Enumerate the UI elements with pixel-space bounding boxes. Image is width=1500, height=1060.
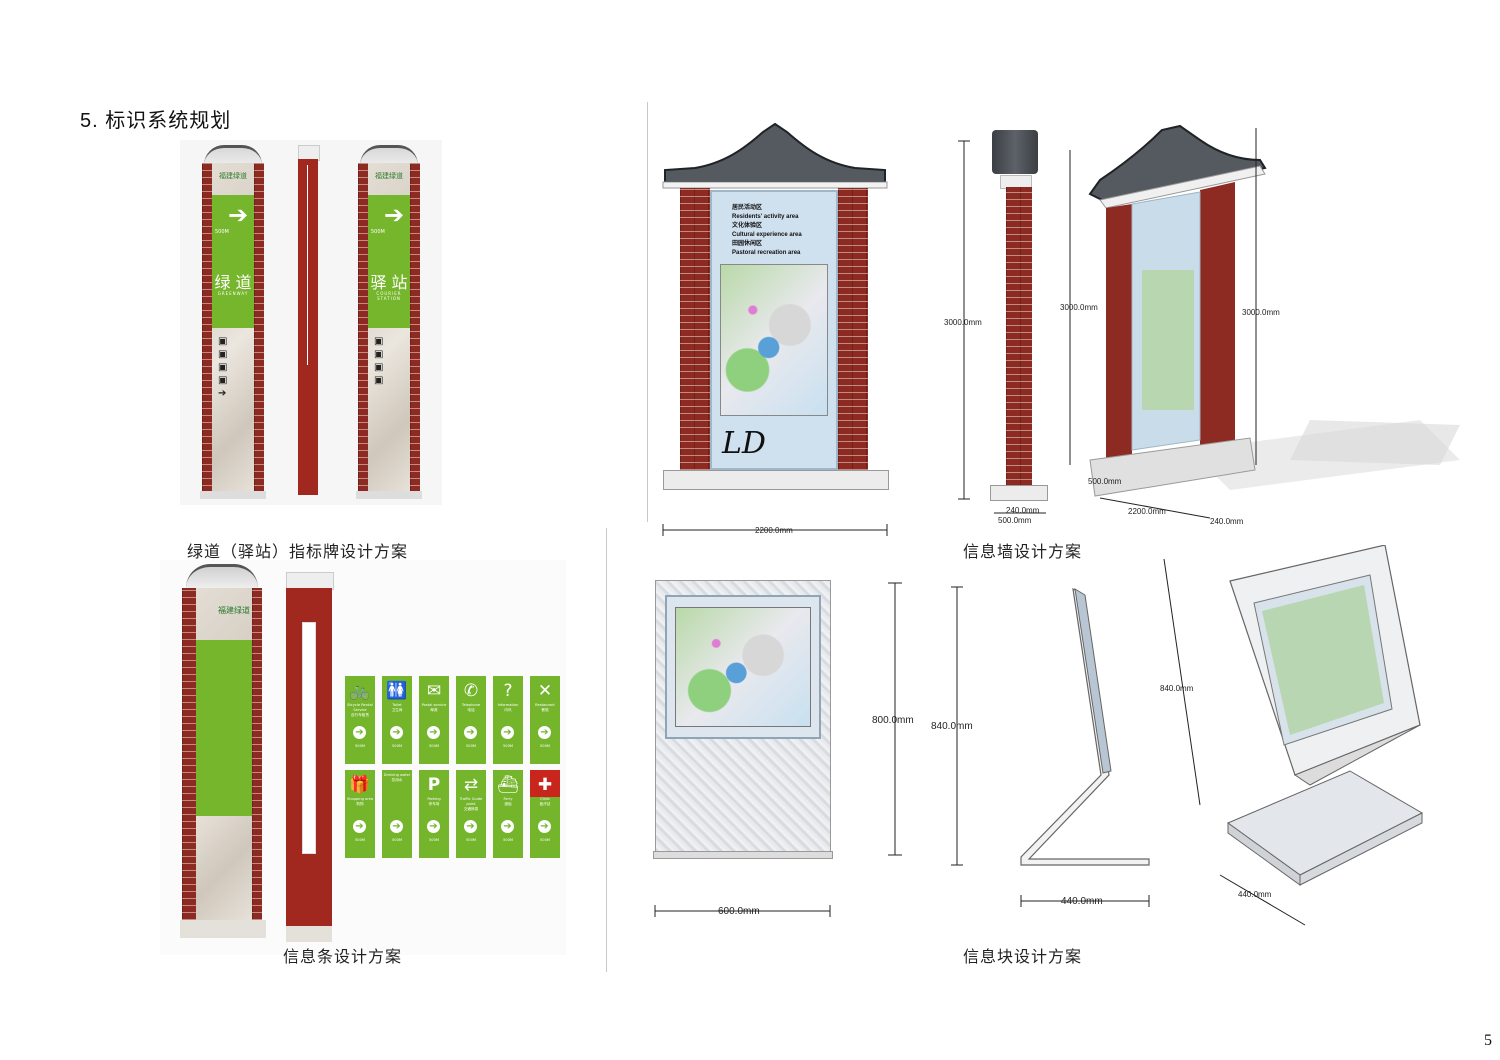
info-wall-perspective-view: 3000.0mm 3000.0mm 2200.0mm 500.0mm 240.0… [1060,120,1480,530]
dim-depth-persp-base: 500.0mm [1088,477,1122,486]
info-strip-front: 福建绿道 [180,564,266,944]
divider-vertical-bottom [606,528,607,972]
greenway-sign-render: 福建绿道 ➔ 500M 绿 道 GREENWAY ▣▣▣▣➔ 福建绿道 ➔ 50… [180,140,442,505]
dim-height-side: 3000.0mm [944,318,982,327]
green-panel: ➔ 500M 绿 道 GREENWAY [212,195,254,328]
caption-info-block: 信息块设计方案 [963,949,1083,966]
parking-icon: P [427,775,441,795]
ld-logo: LD [722,426,766,461]
arrow-right-icon: ➔ [384,201,405,229]
phone-icon: ✆ [463,681,479,701]
info-panel: 居民活动区 Residents' activity area 文化体验区 Cul… [710,190,838,470]
gift-icon: 🎁 [349,775,371,795]
dim-width-front: 2200.0mm [755,526,793,535]
restaurant-icon: ✕ [537,681,553,701]
dim-depth-side: 240.0mm [1006,506,1040,515]
greenway-sign-side [298,145,320,500]
clinic-icon: ✚ [530,770,560,797]
roof-side [992,130,1038,174]
arrow-right-icon: ➔ [228,201,249,229]
mail-icon: ✉ [426,681,442,701]
roof-front [662,122,888,189]
toilet-icon: 🚻 [386,681,408,701]
green-panel: ➔ 500M 驿 站 COURIER STATION [368,195,410,328]
brand-logo: 福建绿道 [375,173,403,180]
green-panel [196,640,252,816]
caption-greenway-sign: 绿道（驿站）指标牌设计方案 [187,544,409,561]
brand-logo: 福建绿道 [218,606,250,615]
area-legend: 居民活动区 Residents' activity area 文化体验区 Cul… [732,205,802,256]
dim-front-width: 600.0mm [718,906,760,917]
dim-persp-height: 840.0mm [1160,684,1194,693]
service-icons: ▣▣▣▣ [374,336,384,386]
page-title: 5. 标识系统规划 [80,110,232,132]
info-block-perspective-view: 840.0mm 440.0mm [1160,545,1490,940]
brand-logo: 福建绿道 [219,173,247,180]
info-block-side-view: 840.0mm 440.0mm [925,575,1155,915]
dim-height-persp-right: 3000.0mm [1242,308,1280,317]
page-number: 5 [1484,1032,1492,1049]
info-wall-side-view: 3000.0mm 240.0mm 500.0mm [930,125,1050,525]
greenway-sign-2: 福建绿道 ➔ 500M 驿 站 COURIER STATION ▣▣▣▣ [356,145,422,500]
greenway-sign-1: 福建绿道 ➔ 500M 绿 道 GREENWAY ▣▣▣▣➔ [200,145,266,500]
ferry-icon: ⛴ [497,775,519,795]
dim-width-persp: 2200.0mm [1128,507,1166,516]
dim-side-height: 840.0mm [931,721,973,732]
question-icon: ? [503,681,513,701]
caption-info-wall: 信息墙设计方案 [963,544,1083,561]
dim-width-side: 500.0mm [998,516,1032,525]
sign-cap [204,145,262,168]
caption-info-strip: 信息条设计方案 [283,949,403,966]
dim-front-height: 800.0mm [872,715,914,726]
dim-height-persp-left: 3000.0mm [1060,303,1098,312]
info-strip-side [286,572,334,944]
bicycle-icon: 🚲 [349,681,371,701]
dim-side-width: 440.0mm [1061,896,1103,907]
wall-base [663,470,889,490]
site-map [720,264,828,416]
info-block-front-view: 800.0mm 600.0mm [650,575,920,925]
service-icons: ▣▣▣▣➔ [218,336,228,399]
dim-depth-persp: 240.0mm [1210,517,1244,526]
info-wall-front-view: 居民活动区 Residents' activity area 文化体验区 Cul… [655,118,895,538]
divider-vertical-top [647,102,648,522]
dim-persp-width: 440.0mm [1238,890,1272,899]
transfer-icon: ⇄ [463,775,479,795]
site-map [675,607,811,727]
